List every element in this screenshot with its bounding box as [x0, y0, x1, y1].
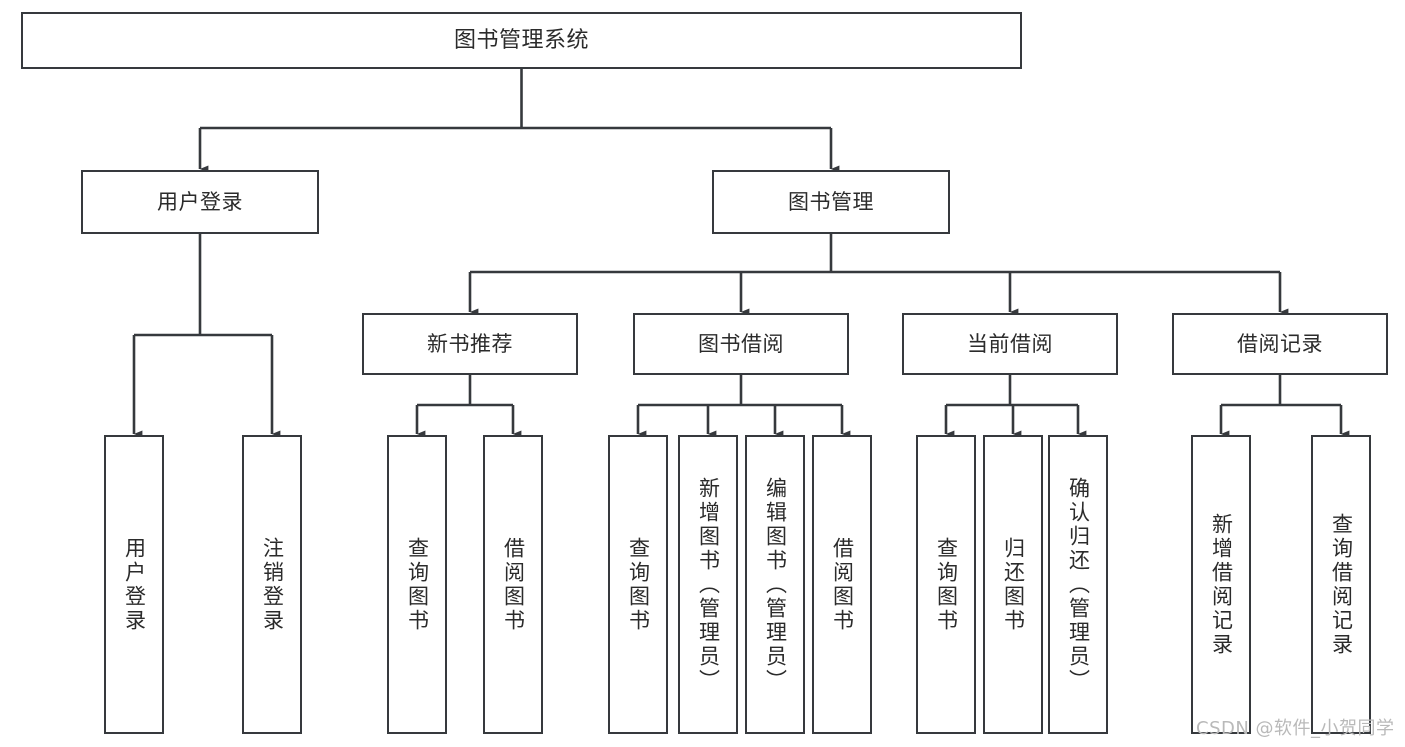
node-label-l_q3: 查询图书: [934, 536, 959, 633]
node-label-l_q2: 查询图书: [626, 536, 651, 633]
node-label-l_ret: 归还图书: [1001, 536, 1026, 633]
node-borrow[interactable]: 图书借阅: [633, 313, 849, 375]
node-newrec[interactable]: 新书推荐: [362, 313, 578, 375]
node-label-root: 图书管理系统: [453, 27, 589, 53]
node-label-l_edit: 编辑图书（管理员）: [763, 476, 788, 693]
node-l_conf[interactable]: 确认归还（管理员）: [1048, 435, 1108, 734]
node-label-l_logout: 注销登录: [260, 536, 285, 633]
node-l_b1[interactable]: 借阅图书: [483, 435, 543, 734]
node-l_ret[interactable]: 归还图书: [983, 435, 1043, 734]
node-label-l_addrec: 新增借阅记录: [1209, 512, 1234, 657]
node-label-l_add: 新增图书（管理员）: [696, 476, 721, 693]
node-label-l_b2: 借阅图书: [830, 536, 855, 633]
node-bookmgmt[interactable]: 图书管理: [712, 170, 950, 234]
node-login[interactable]: 用户登录: [81, 170, 319, 234]
node-label-login: 用户登录: [157, 189, 243, 214]
node-label-borrow: 图书借阅: [698, 331, 784, 356]
node-label-l_q1: 查询图书: [405, 536, 430, 633]
node-label-l_b1: 借阅图书: [501, 536, 526, 633]
node-label-current: 当前借阅: [967, 331, 1053, 356]
node-l_b2[interactable]: 借阅图书: [812, 435, 872, 734]
node-l_edit[interactable]: 编辑图书（管理员）: [745, 435, 805, 734]
node-l_q3[interactable]: 查询图书: [916, 435, 976, 734]
node-label-l_login: 用户登录: [122, 536, 147, 633]
node-root[interactable]: 图书管理系统: [21, 12, 1022, 69]
node-records[interactable]: 借阅记录: [1172, 313, 1388, 375]
node-label-records: 借阅记录: [1237, 331, 1323, 356]
node-label-bookmgmt: 图书管理: [788, 189, 874, 214]
node-label-l_conf: 确认归还（管理员）: [1066, 476, 1091, 693]
node-l_add[interactable]: 新增图书（管理员）: [678, 435, 738, 734]
node-l_q1[interactable]: 查询图书: [387, 435, 447, 734]
node-l_qrec[interactable]: 查询借阅记录: [1311, 435, 1371, 734]
node-current[interactable]: 当前借阅: [902, 313, 1118, 375]
node-l_login[interactable]: 用户登录: [104, 435, 164, 734]
node-l_logout[interactable]: 注销登录: [242, 435, 302, 734]
node-l_addrec[interactable]: 新增借阅记录: [1191, 435, 1251, 734]
node-label-l_qrec: 查询借阅记录: [1329, 512, 1354, 657]
node-l_q2[interactable]: 查询图书: [608, 435, 668, 734]
node-label-newrec: 新书推荐: [427, 331, 513, 356]
